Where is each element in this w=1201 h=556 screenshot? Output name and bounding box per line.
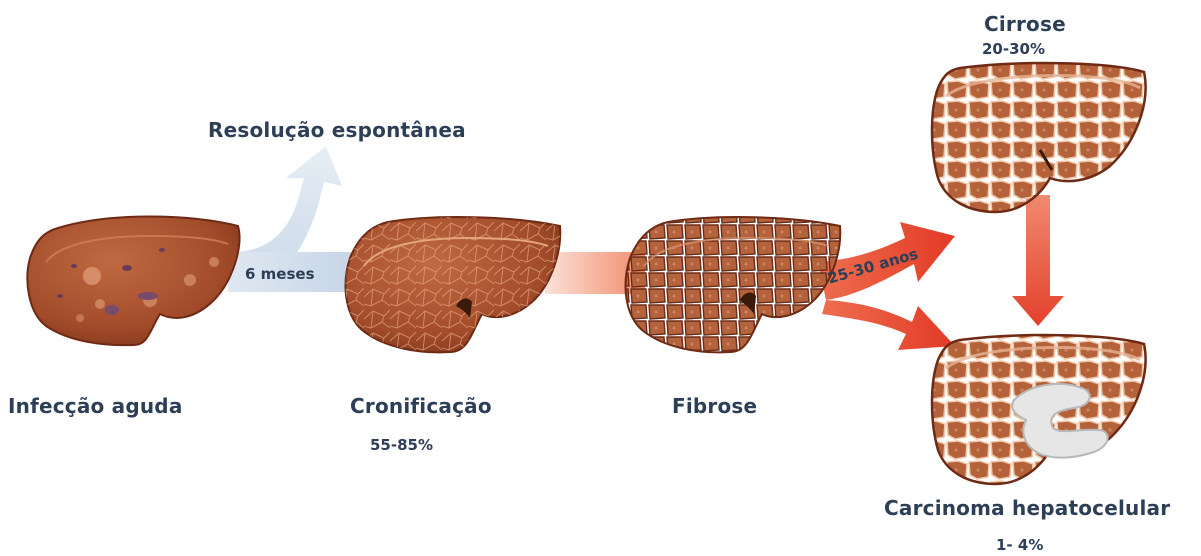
label-chronic-pct: 55-85% xyxy=(370,436,433,454)
label-cirrhosis: Cirrose xyxy=(984,12,1066,36)
liver-acute-infection xyxy=(27,217,239,346)
label-resolution: Resolução espontânea xyxy=(208,118,466,142)
label-carcinoma-pct: 1- 4% xyxy=(996,536,1043,554)
arrow-cirrhosis-to-carcinoma xyxy=(1012,195,1064,326)
label-carcinoma: Carcinoma hepatocelular xyxy=(884,496,1170,520)
liver-fibrosis xyxy=(626,217,841,352)
label-6-months: 6 meses xyxy=(245,265,315,283)
liver-chronic xyxy=(346,217,561,352)
label-fibrosis: Fibrose xyxy=(672,394,757,418)
label-cirrhosis-pct: 20-30% xyxy=(982,40,1045,58)
liver-carcinoma xyxy=(932,335,1146,484)
liver-cirrhosis xyxy=(932,63,1146,212)
label-acute-infection: Infecção aguda xyxy=(8,394,183,418)
label-chronic: Cronificação xyxy=(350,394,492,418)
